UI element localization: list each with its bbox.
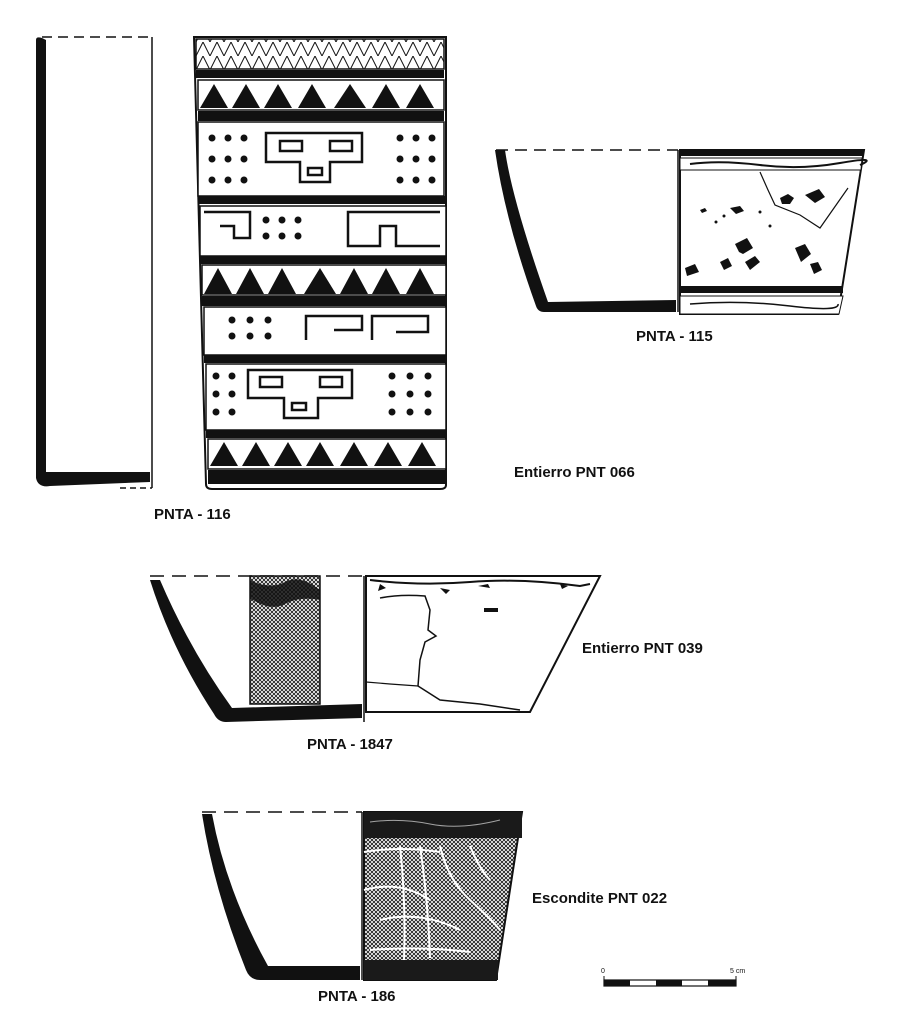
stylized-face-2 bbox=[246, 368, 354, 420]
label-pnta-115: PNTA - 115 bbox=[636, 328, 713, 345]
key-motif-band-2 bbox=[304, 314, 430, 340]
label-pnta-116: PNTA - 116 bbox=[154, 506, 231, 523]
label-pnta-1847: PNTA - 1847 bbox=[307, 736, 393, 753]
dot-cluster-key-1 bbox=[262, 216, 302, 240]
triangle-band-1 bbox=[200, 84, 434, 108]
pnta-186-incised-lines bbox=[363, 845, 501, 961]
scale-label-max: 5 cm bbox=[730, 968, 746, 975]
vessel-pnta-115-profile bbox=[495, 149, 679, 312]
label-escondite-pnt-022: Escondite PNT 022 bbox=[532, 890, 668, 907]
label-entierro-pnt-066: Entierro PNT 066 bbox=[514, 464, 635, 481]
vessel-pnta-186-profile bbox=[202, 811, 363, 980]
vessel-pnta-115-exterior bbox=[679, 149, 868, 315]
label-entierro-pnt-039: Entierro PNT 039 bbox=[582, 640, 703, 657]
scale-label-min: 0 bbox=[601, 968, 605, 975]
dot-cluster-key-2 bbox=[228, 316, 272, 340]
vessel-pnta-1847-profile bbox=[150, 575, 365, 722]
dot-cluster-right-1 bbox=[396, 134, 436, 184]
triangle-band-3 bbox=[210, 442, 436, 466]
key-motif-band-1 bbox=[204, 210, 440, 248]
label-pnta-186: PNTA - 186 bbox=[318, 988, 396, 1005]
vessel-pnta-1847-exterior bbox=[365, 575, 602, 713]
dot-cluster-right-2 bbox=[388, 372, 432, 416]
vessel-pnta-186-exterior bbox=[363, 811, 524, 981]
vessel-pnta-116-profile bbox=[36, 36, 153, 489]
pnta-115-painted-motifs bbox=[685, 189, 825, 276]
scale-bar bbox=[603, 976, 737, 987]
triangle-band-2 bbox=[204, 268, 434, 294]
dot-cluster-left-1 bbox=[208, 134, 248, 184]
dot-cluster-left-2 bbox=[212, 372, 236, 416]
stylized-face-1 bbox=[264, 131, 364, 184]
vessel-pnta-116-decoration bbox=[192, 36, 447, 490]
